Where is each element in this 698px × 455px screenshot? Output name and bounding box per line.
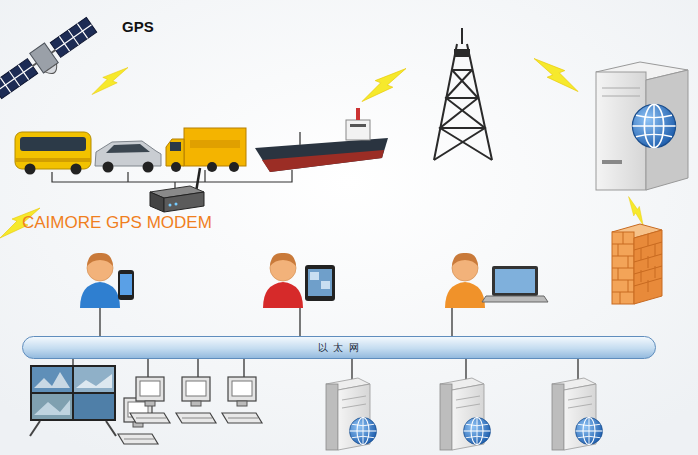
bus-label: 以 太 网	[318, 341, 359, 355]
user-tablet	[263, 253, 335, 337]
truck	[166, 128, 246, 172]
radio-tower	[434, 28, 492, 160]
server	[440, 378, 491, 450]
ethernet-bus: 以 太 网	[22, 336, 656, 359]
wire	[52, 170, 292, 190]
car	[95, 141, 161, 173]
server	[552, 378, 603, 450]
signal-bolt	[362, 69, 406, 102]
server	[596, 62, 688, 190]
satellite	[0, 15, 102, 106]
modem-label: CAIMORE GPS MODEM	[22, 213, 212, 233]
workstation	[130, 377, 170, 423]
user-laptop	[445, 253, 548, 337]
signal-bolt	[92, 68, 128, 95]
satellite-label: GPS	[122, 18, 154, 35]
firewall	[612, 224, 662, 304]
bus	[15, 132, 91, 175]
signal-bolt	[624, 197, 648, 226]
user-phone	[80, 253, 134, 337]
workstation	[176, 377, 216, 423]
video-wall	[30, 365, 116, 436]
signal-bolt	[534, 59, 578, 92]
ship	[255, 108, 388, 172]
workstation	[222, 377, 262, 423]
server	[326, 378, 377, 450]
gps-modem	[150, 168, 204, 212]
